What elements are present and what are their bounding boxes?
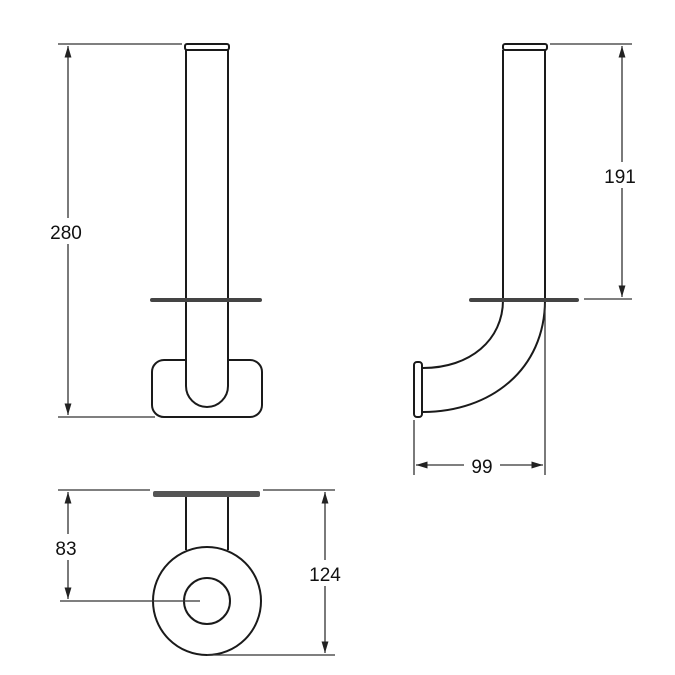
wall-plate bbox=[413, 361, 423, 418]
bend-inner bbox=[422, 299, 504, 369]
front-view: 280 bbox=[44, 43, 263, 418]
wall-base bbox=[151, 359, 263, 418]
rosette-plate bbox=[153, 491, 260, 497]
rod-cap bbox=[502, 43, 548, 51]
side-view: 191 99 bbox=[413, 43, 644, 478]
dimension-label-99: 99 bbox=[471, 457, 492, 478]
dimension-label-191: 191 bbox=[604, 167, 636, 188]
bend-outer bbox=[422, 299, 546, 413]
dimension-label-83: 83 bbox=[55, 539, 76, 560]
rod-cap bbox=[184, 43, 230, 51]
dimension-label-280: 280 bbox=[50, 223, 82, 244]
rod bbox=[185, 50, 229, 408]
dimension-label-124: 124 bbox=[309, 565, 341, 586]
top-view: 83 124 bbox=[48, 489, 348, 656]
